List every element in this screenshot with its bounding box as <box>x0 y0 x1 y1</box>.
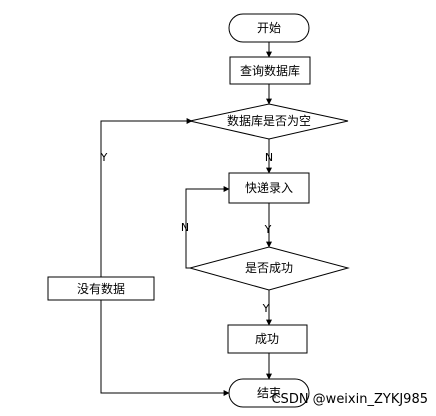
start-label: 开始 <box>257 21 281 35</box>
success-check-label: 是否成功 <box>245 261 293 275</box>
success-decision <box>188 246 350 291</box>
edge-success-check-loop-back <box>185 186 230 269</box>
success-process <box>227 324 308 354</box>
db-empty-label: 数据库是否为空 <box>227 113 311 128</box>
query-db-label: 查询数据库 <box>240 63 300 78</box>
query-db-process <box>229 56 311 85</box>
success-label: 成功 <box>255 332 279 346</box>
start-terminator <box>228 13 310 43</box>
end-label: 结束 <box>257 386 281 400</box>
end-terminator <box>228 378 310 408</box>
edge-no-data-to-check <box>100 118 193 277</box>
db-empty-decision <box>189 103 349 140</box>
label-success-yes: Y <box>262 302 270 315</box>
courier-entry-process <box>228 172 310 204</box>
courier-entry-label: 快递录入 <box>245 181 293 195</box>
label-empty-no: N <box>265 151 273 164</box>
edge-no-data-to-end <box>100 300 230 396</box>
no-data-process <box>47 276 155 301</box>
label-loop-no: N <box>181 221 189 234</box>
no-data-label: 没有数据 <box>77 281 125 296</box>
label-entry-yes: Y <box>264 223 272 236</box>
watermark: CSDN @weixin_ZYKJ985 <box>271 392 428 407</box>
label-empty-yes: Y <box>100 151 108 164</box>
